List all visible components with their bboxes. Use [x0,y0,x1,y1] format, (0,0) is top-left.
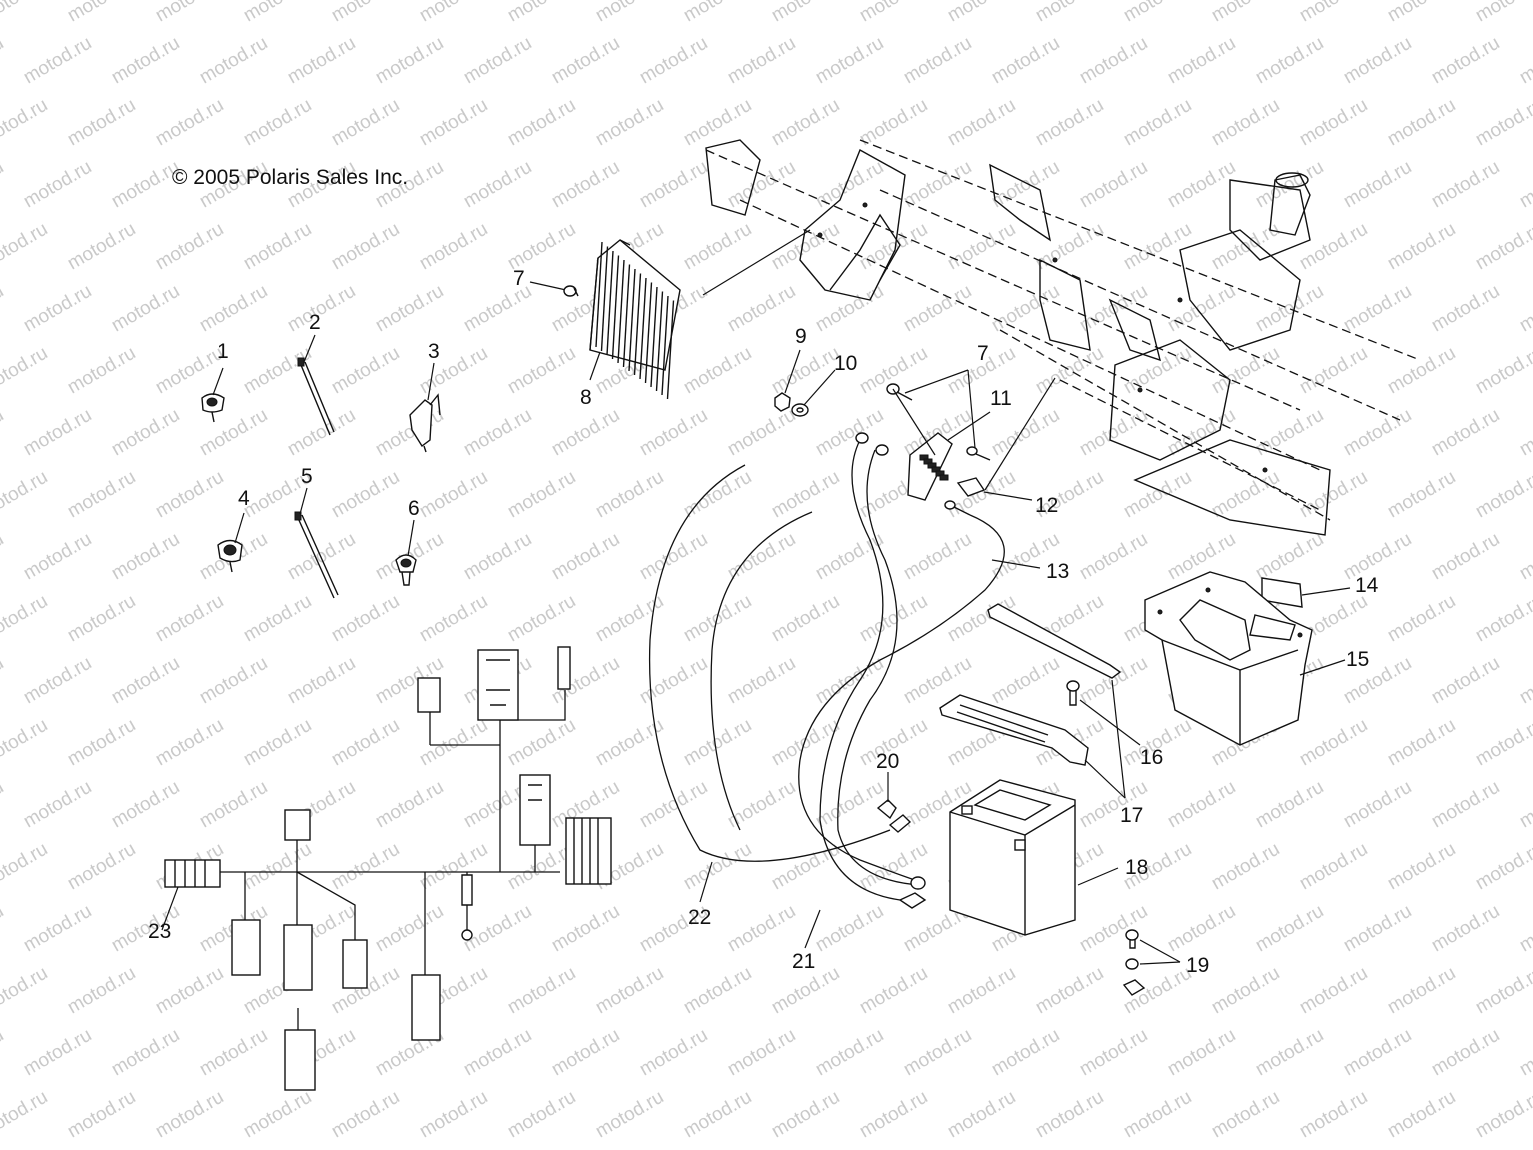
clip-part-4-icon [217,512,245,573]
callout-number: 21 [792,950,815,973]
decal-part-14-icon [1261,577,1351,608]
washer-part-10-icon [791,369,836,417]
callout-number: 8 [580,386,592,409]
callout-number: 2 [309,311,321,334]
battery-icon [949,779,1119,936]
callout-number: 22 [688,906,711,929]
callout-number: 16 [1140,746,1163,769]
cable-part-13-icon [798,514,1041,881]
callout-number: 12 [1035,494,1058,517]
heat-sink-fin [639,277,647,380]
wiring-harness-icon [161,646,612,1091]
heat-sink-fin [655,291,664,392]
heat-sink-fin [595,241,603,348]
fuse-part-12-icon [944,377,1056,516]
heat-sink-fin [661,295,669,396]
heat-sink-fin [666,300,675,400]
heat-sink-fin [611,255,620,360]
callout-number: 18 [1125,856,1148,879]
callout-number: 3 [428,340,440,363]
copyright-notice: © 2005 Polaris Sales Inc. [172,166,409,189]
callout-number: 23 [148,920,171,943]
heat-sink-fin [606,250,614,356]
callout-number: 5 [301,465,313,488]
heat-sink-fin [650,286,658,388]
terminal-tooth [939,474,949,481]
hold-down-strap-part-17-icon [939,603,1126,799]
callout-number: 20 [876,750,899,773]
bolt-part-16-icon [1066,680,1141,746]
callout-number: 13 [1046,560,1069,583]
push-clip-part-6-icon [395,519,417,586]
terminal-block-part-11-icon [892,388,991,501]
cable-end-part-20-icon [855,432,927,909]
callout-number: 17 [1120,804,1143,827]
screw-part-7-icon [529,281,579,297]
callout-number: 19 [1186,954,1209,977]
heat-sink-fin [628,268,636,372]
heat-sink-fin [617,259,625,364]
callout-number: 11 [990,387,1012,410]
cable-part-21-icon [804,439,921,949]
callout-number: 6 [408,497,420,520]
frame-weldment-icon [702,139,1421,536]
voltage-regulator-part-8-icon [589,239,681,400]
heat-sink-fin [633,273,642,376]
heat-sink-fin [644,282,653,384]
cable-tie-part-2-icon [297,334,335,436]
cable-part-22-icon [648,464,891,903]
battery-box-icon [1144,571,1346,746]
battery-terminal-hardware-part-19-icon [1122,929,1181,996]
bracket-part-3-icon [409,362,441,453]
clip-part-1-icon [201,367,225,423]
callout-number: 4 [238,487,250,510]
heat-sink-fin [622,264,631,368]
callout-number: 7 [513,267,525,290]
callout-number: 1 [217,340,229,363]
callout-number: 14 [1355,574,1379,597]
heat-sink-fin [600,246,609,352]
callout-number: 10 [834,352,857,375]
nut-part-9-icon [774,349,801,412]
callout-number: 7 [977,342,989,365]
cable-tie-part-5-icon [294,487,339,599]
callout-number: 15 [1346,648,1369,671]
callout-number: 9 [795,325,807,348]
